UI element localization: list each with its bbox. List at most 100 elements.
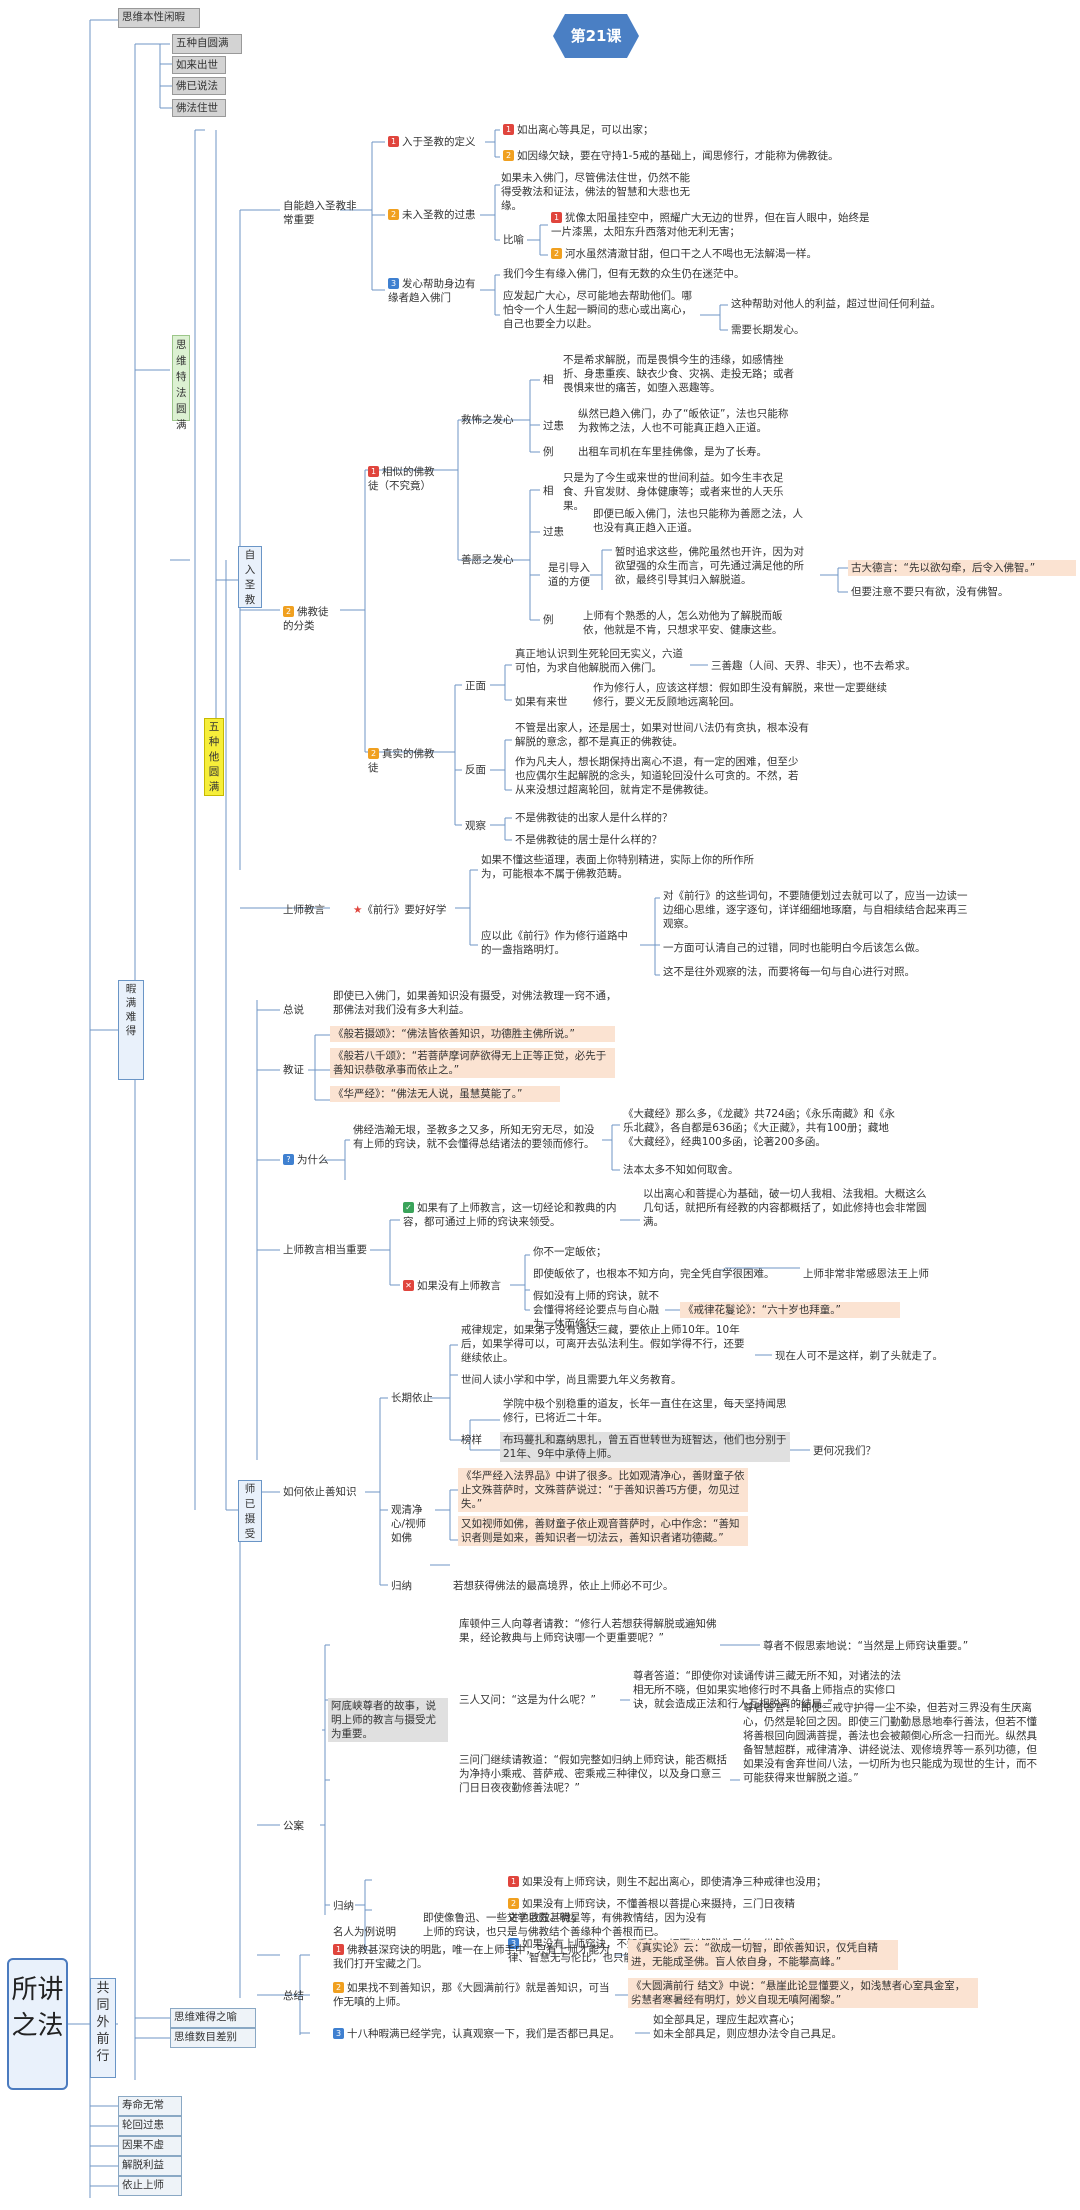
s3-zy-you2: 以出离心和菩提心为基础，破一切人我相、法我相。大概这么几句话，就把所有经教的内容… (643, 1188, 927, 1228)
number-3-icon: 3 (333, 2028, 344, 2039)
s2-jiubu-guo: 纵然已趋入佛门，办了“皈依证”，法也只能称为救怖之法，人也不可能真正趋入正道。 (578, 408, 789, 434)
s3-zy-you: ✓如果有了上师教言，这一切经论和教典的内容，都可通过上师的窍诀来领受。 (400, 1200, 630, 1230)
s2-yindao-text: 暂时追求这些，佛陀虽然也开许，因为对欲望强的众生而言，可先通过满足他的所欲，最终… (615, 546, 804, 586)
s1-c2: 应发起广大心，尽可能地去帮助他们。哪怕令一个人生起一瞬间的悲心或出离心，自己也要… (503, 290, 692, 330)
s2-sy-li: 上师有个熟悉的人，怎么劝他为了解脱而皈依，他就是不肯，只想求平安、健康这些。 (583, 610, 783, 636)
s2-jy2: 应以此《前行》作为修行道路中的一盏指路明灯。 (481, 930, 628, 956)
s3-cq3: 世间人读小学和中学，尚且需要九年义务教育。 (461, 1374, 682, 1386)
s2-guancha: 观察 (465, 820, 486, 832)
s2-jiubu-xiang-label: 相 (543, 374, 554, 386)
s3-zm-c2: 《戒律花鬘论》：“六十岁也拜童。” (680, 1302, 900, 1318)
number-3-icon: 3 (508, 1938, 519, 1949)
node-zi-item-2: 佛已说法 (172, 77, 226, 95)
s3-zm-a: 你不一定皈依； (533, 1246, 607, 1258)
s3-gn2a-text: 如果没有上师窍诀，则生不起出离心，即使清净三种戒律也没用； (522, 1876, 827, 1888)
s2-gc2: 不是佛教徒的居士是什么样的？ (515, 834, 662, 846)
s3-zhongyao: 上师教言相当重要 (283, 1244, 367, 1256)
s3-zm-b: 即使皈依了，也根本不知方向，完全凭自学很困难。 (533, 1268, 775, 1280)
number-3-icon: 3 (388, 278, 399, 289)
s2-zm2: 三善趣（人间、天界、非天），也不去希求。 (711, 660, 916, 672)
node-bottom-2: 轮回过患 (118, 2116, 182, 2136)
s1-c3: 这种帮助对他人的利益，超过世间任何利益。 (731, 298, 941, 310)
s3-ga1b: 尊者不假思索地说：“当然是上师窍诀重要。” (763, 1640, 969, 1652)
s2-jiaoyan: 上师教言 (283, 904, 325, 916)
cross-icon: ✕ (403, 1280, 414, 1291)
s2-danyao: 但要注意不要只有欲，没有佛智。 (851, 586, 1009, 598)
node-bottom-3: 因果不虚 (118, 2136, 182, 2156)
s3-gc1: 《华严经入法界品》中讲了很多。比如观清净心，善财童子依止文殊菩萨时，文殊菩萨说过… (458, 1468, 748, 1512)
node-xiaman-nande: 暇满难得 (118, 980, 144, 1080)
lesson-title: 第21课 (570, 27, 622, 45)
s3-jiaozheng: 教证 (283, 1064, 304, 1076)
s3-jz1: 《般若摄颂》：“佛法皆依善知识，功德胜主佛所说。” (330, 1026, 615, 1042)
s1-c1: 我们今生有缘入佛门，但有无数的众生仍在迷茫中。 (503, 268, 745, 280)
s3-zj1-text: 佛教甚深窍诀的明匙，唯一在上师手中，只有上师才能为我们打开宝藏之门。 (333, 1944, 610, 1970)
s2-xiangsi-text: 相似的佛教徒（不究竟） (368, 466, 435, 492)
number-1-icon: 1 (551, 212, 562, 223)
s2-sy-xiang-label: 相 (543, 485, 554, 497)
node-siwei-tefa: 思维特法圆满 (172, 335, 190, 431)
s3-gongan: 公案 (283, 1820, 304, 1832)
number-2-icon: 2 (508, 1898, 519, 1909)
s2-jy1: 如果不懂这些道理，表面上你特别精进，实际上你的所作所为，可能根本不属于佛教范畴。 (481, 854, 754, 880)
number-1-icon: 1 (388, 136, 399, 147)
s3-ga1: 库顿仲三人向尊者请教：“修行人若想获得解脱或遍知佛果，经论教典与上师窍诀哪一个更… (459, 1618, 717, 1644)
s1-a-text: 入于圣教的定义 (402, 136, 476, 148)
s3-zongjie: 总结 (283, 1990, 304, 2002)
star-icon: ★ (353, 904, 363, 916)
node-shared-preliminary: 共同外前行 (90, 1978, 116, 2078)
root-node: 所讲之法 (7, 1958, 68, 2090)
check-icon: ✓ (403, 1202, 414, 1213)
number-2-icon: 2 (283, 606, 294, 617)
s2-zm1: 真正地认识到生死轮回无实义，六道可怕，为求自他解脱而入佛门。 (515, 648, 683, 674)
number-1-icon: 1 (503, 124, 514, 135)
s3-zy-you-text: 如果有了上师教言，这一切经论和教典的内容，都可通过上师的窍诀来领受。 (403, 1202, 617, 1228)
s2-qianxing-text: 《前行》要好好学 (362, 904, 447, 916)
number-1-icon: 1 (368, 466, 379, 477)
s3-mr-text: 即使像鲁迅、一些文学巨匠、明星等，有佛教情结，因为没有上师的窍诀，也只是与佛教结… (423, 1912, 707, 1938)
s2-jiubu-xiang: 不是希求解脱，而是畏惧今生的违缘，如感情挫折、身患重疾、缺衣少食、灾祸、走投无路… (563, 354, 794, 394)
node-zi-item-1: 如来出世 (172, 56, 226, 74)
s2-zhenshi-text: 真实的佛教徒 (368, 748, 435, 774)
s3-changqi: 长期依止 (391, 1392, 433, 1404)
node-wuzhong-ta: 五种他圆满 (204, 718, 224, 796)
s2-sy-xiang: 只是为了今生或来世的世间利益。如今生丰衣足食、升官发财、身体健康等；或者来世的人… (563, 472, 784, 512)
node-bottom-4: 解脱利益 (118, 2156, 182, 2176)
number-2-icon: 2 (503, 150, 514, 161)
s2-jy5: 这不是往外观察的法，而要将每一句与自心进行对照。 (663, 966, 915, 978)
s3-weishenme: ?为什么 (280, 1152, 340, 1168)
s1-a1-text: 如出离心等具足，可以出家； (517, 124, 654, 136)
s2-jy3: 对《前行》的这些词句，不要随便划过去就可以了，应当一边读一边细心思维，逐字逐句，… (663, 890, 968, 930)
s3-guina2: 归纳 (333, 1900, 354, 1912)
s1-c4: 需要长期发心。 (731, 324, 805, 336)
s3-by2: 布玛蔓扎和嘉纳思扎，曾五百世转世为班智达，他们也分别于21年、9年中承侍上师。 (500, 1432, 790, 1462)
s3-zj3b: 如全部具足，理应生起欢喜心； 如未全部具足，则应想办法令自己具足。 (653, 2014, 842, 2040)
s3-jz3: 《华严经》：“佛法无人说，虽慧莫能了。” (330, 1086, 560, 1102)
s3-ga2b: 尊者答道：“即使你对读诵传讲三藏无所不知，对诸法的法相无所不晓，但如果实地修行时… (633, 1670, 901, 1710)
s1-b-text: 未入圣教的过患 (402, 209, 476, 221)
s2-jiubu: 救怖之发心 (461, 414, 514, 426)
node-shumu: 思维数目差别 (170, 2028, 256, 2048)
s2-fm2: 作为凡夫人，想长期保持出离心不退，有一定的困难，但至少也应偶尔生起解脱的念头，知… (515, 756, 799, 796)
node-bottom-1: 寿命无常 (118, 2096, 182, 2116)
s3-guina: 归纳 (391, 1580, 412, 1592)
s2-jiubu-guo-label: 过患 (543, 420, 564, 432)
s3-wsm1: 佛经浩瀚无垠，圣教多之又多，所知无穷无尽，如没有上师的窍诀，就不会懂得总结诸法的… (353, 1124, 595, 1150)
s3-cq2: 现在人可不是这样，剃了头就走了。 (775, 1350, 943, 1362)
number-2-icon: 2 (388, 209, 399, 220)
s1-b-text: 如果未入佛门，尽管佛法住世，仍然不能得受教法和证法，佛法的智慧和大悲也无缘。 (501, 172, 690, 212)
s2-jiubu-li: 出租车司机在车里挂佛像，是为了长寿。 (578, 446, 767, 458)
s3-zm-b2: 上师非常非常感恩法王上师 (803, 1268, 929, 1280)
node-siwei-benxing: 思维本性闲暇 (118, 8, 200, 28)
number-2-icon: 2 (551, 248, 562, 259)
s3-zj3-text: 十八种暇满已经学完，认真观察一下，我们是否都已具足。 (347, 2028, 620, 2040)
s3-jz2: 《般若八千颂》：“若菩萨摩诃萨欲得无上正等正觉，必先于善知识恭敬承事而依止之。” (330, 1048, 615, 1078)
s2-gc1: 不是佛教徒的出家人是什么样的？ (515, 812, 673, 824)
